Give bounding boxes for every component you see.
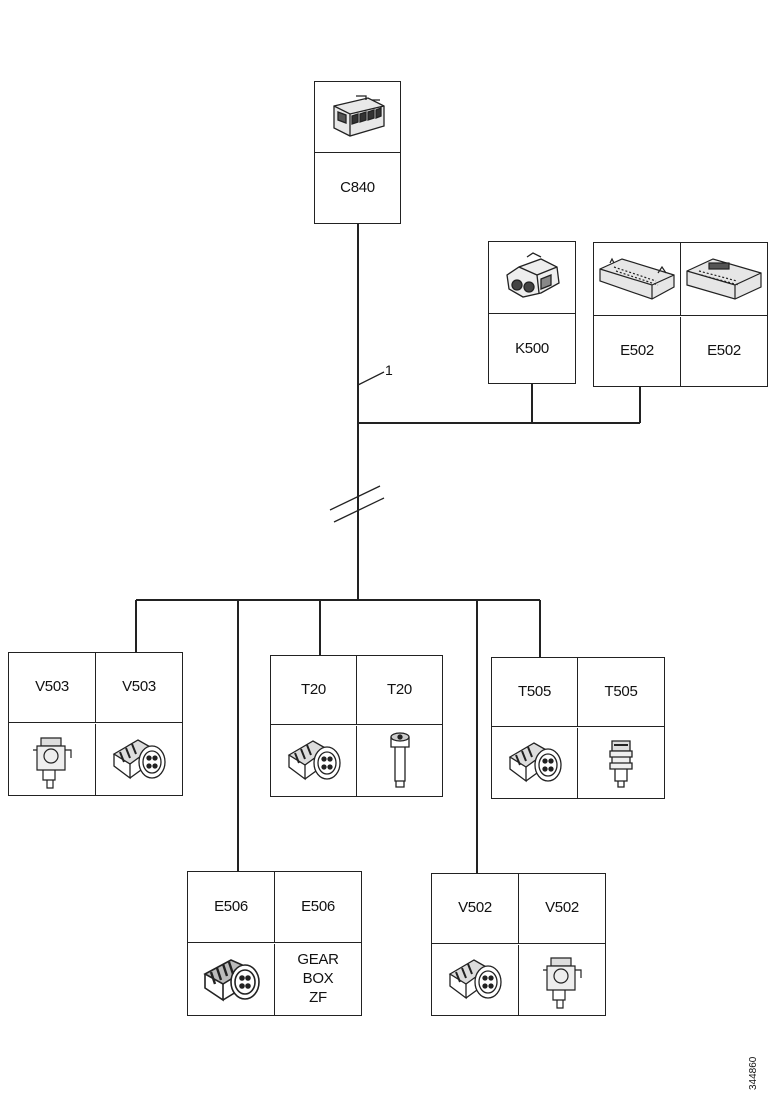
multi-pin-connector-icon bbox=[315, 82, 400, 153]
connector-k500-label: K500 bbox=[515, 339, 549, 357]
wire-reference-number: 1 bbox=[385, 362, 393, 378]
connector-c840-label: C840 bbox=[340, 179, 375, 197]
ecu-connector-icon bbox=[594, 243, 681, 316]
connector-v503-label-a: V503 bbox=[35, 678, 69, 696]
round-connector-icon bbox=[188, 944, 275, 1015]
connector-v502-label-b: V502 bbox=[545, 899, 579, 917]
connector-c840[interactable]: C840 bbox=[314, 81, 401, 224]
valve-icon bbox=[519, 945, 605, 1015]
sensor-probe-icon bbox=[357, 726, 442, 796]
connector-t505-label-b: T505 bbox=[604, 682, 638, 700]
connector-t505-label-a: T505 bbox=[518, 682, 551, 700]
connector-e502-label-a: E502 bbox=[620, 342, 654, 360]
valve-icon bbox=[9, 724, 96, 795]
connector-k500[interactable]: K500 bbox=[488, 241, 576, 384]
round-connector-icon bbox=[432, 945, 519, 1015]
gearbox-zf-label: GEAR BOX ZF bbox=[297, 951, 339, 1006]
connector-t20[interactable]: T20 T20 bbox=[270, 655, 443, 797]
connector-v502-label-a: V502 bbox=[458, 899, 492, 917]
drawing-number: 344860 bbox=[748, 1056, 759, 1090]
round-connector-icon bbox=[492, 728, 578, 798]
connector-v503-label-b: V503 bbox=[122, 678, 156, 696]
connector-e506-label-a: E506 bbox=[214, 897, 248, 915]
round-connector-icon bbox=[271, 726, 357, 796]
connector-e506[interactable]: E506 E506 GEAR BOX ZF bbox=[187, 871, 362, 1016]
connector-e502-label-b: E502 bbox=[707, 342, 741, 360]
plug-connector-icon bbox=[489, 242, 575, 314]
connector-e502[interactable]: E502 E502 bbox=[593, 242, 768, 387]
connector-t20-label-a: T20 bbox=[301, 680, 326, 698]
round-connector-icon bbox=[96, 724, 182, 795]
ecu-connector-icon bbox=[681, 243, 767, 316]
pressure-sensor-icon bbox=[578, 728, 664, 798]
connector-v503[interactable]: V503 V503 bbox=[8, 652, 183, 796]
connector-e506-label-b: E506 bbox=[301, 897, 335, 915]
connector-t505[interactable]: T505 T505 bbox=[491, 657, 665, 799]
connector-v502[interactable]: V502 V502 bbox=[431, 873, 606, 1016]
connector-t20-label-b: T20 bbox=[387, 680, 412, 698]
